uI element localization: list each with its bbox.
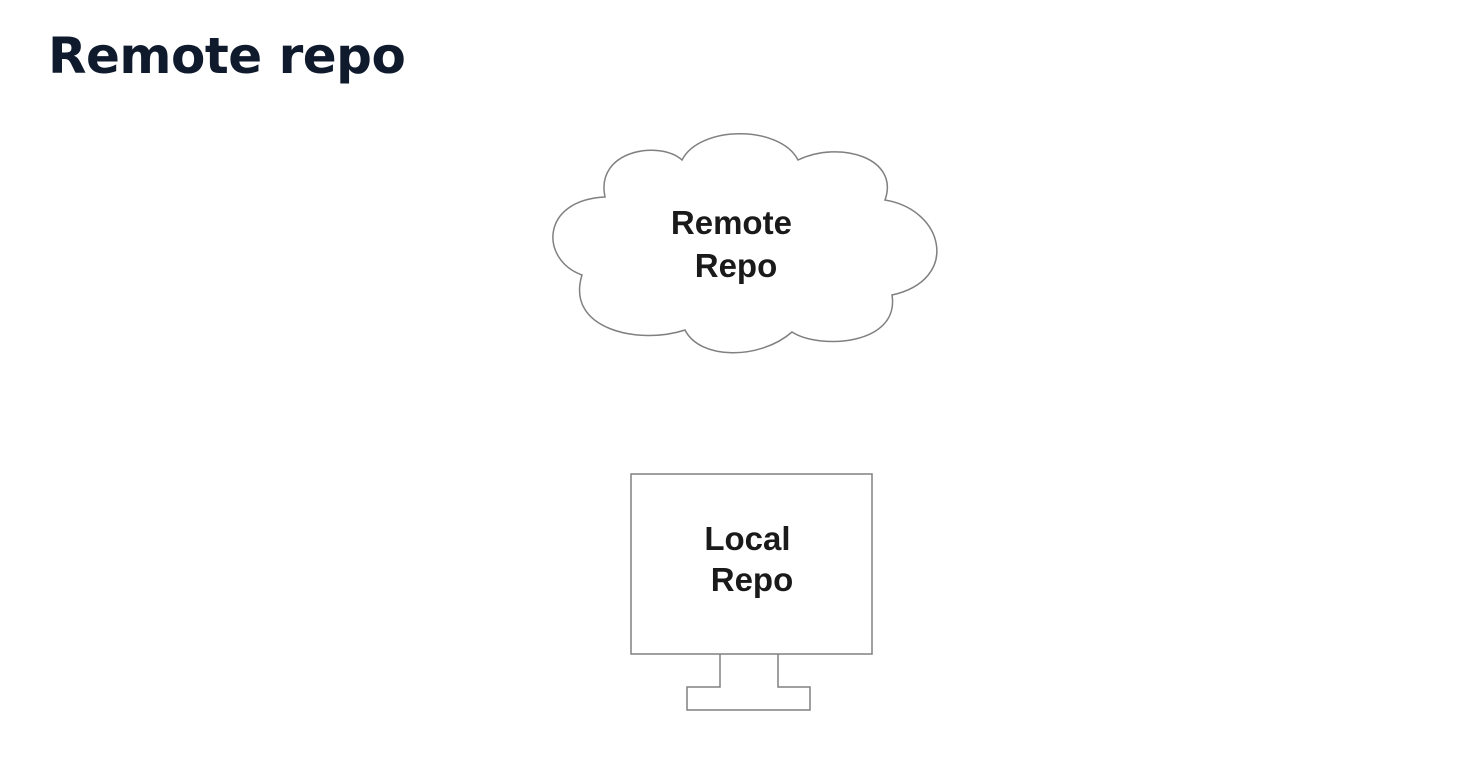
monitor-stand [686,654,811,711]
local-repo-label-line-2: Repo [711,561,794,598]
local-repo-label: Local Repo [704,520,799,598]
cloud-icon [552,133,938,354]
page-title: Remote repo [48,27,406,85]
monitor-screen [630,473,873,655]
monitor-icon [630,473,873,711]
local-repo-label-line-1: Local [704,520,790,557]
remote-repo-cloud: Remote Repo [552,133,938,354]
local-repo-computer: Local Repo [630,473,873,711]
remote-repo-label-line-1: Remote [671,204,792,241]
remote-repo-label: Remote Repo [671,204,801,284]
remote-repo-label-line-2: Repo [695,247,778,284]
